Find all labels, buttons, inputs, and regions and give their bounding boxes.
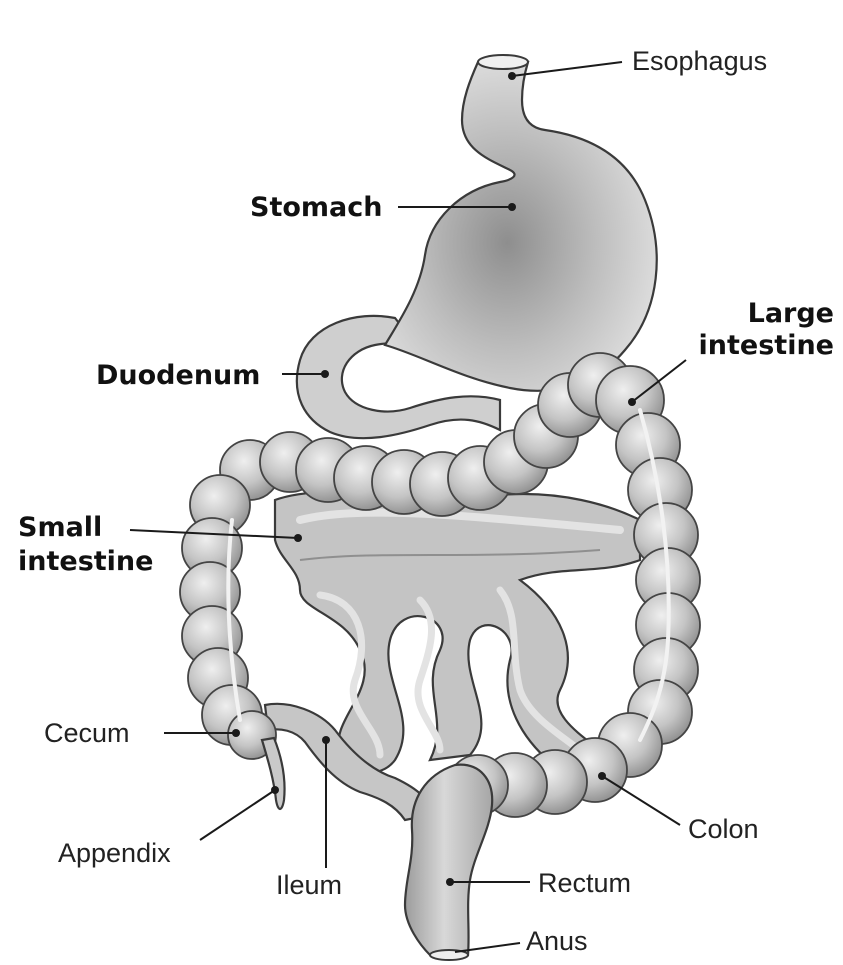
label-duodenum: Duodenum xyxy=(96,360,260,391)
label-appendix: Appendix xyxy=(58,838,171,868)
label-stomach: Stomach xyxy=(250,192,382,223)
label-large-intestine-line2: intestine xyxy=(699,330,834,361)
label-anus: Anus xyxy=(526,926,588,956)
label-small-intestine-line2: intestine xyxy=(18,546,153,577)
appendix-shape xyxy=(262,738,285,809)
label-cecum: Cecum xyxy=(44,718,130,748)
label-rectum: Rectum xyxy=(538,868,631,898)
label-large-intestine-line1: Large xyxy=(748,298,834,329)
label-small-intestine-line1: Small xyxy=(18,512,102,543)
stomach-shape xyxy=(385,55,657,391)
rectum-shape xyxy=(405,765,492,960)
label-ileum: Ileum xyxy=(276,870,342,900)
label-colon: Colon xyxy=(688,814,759,844)
label-esophagus: Esophagus xyxy=(632,46,767,76)
